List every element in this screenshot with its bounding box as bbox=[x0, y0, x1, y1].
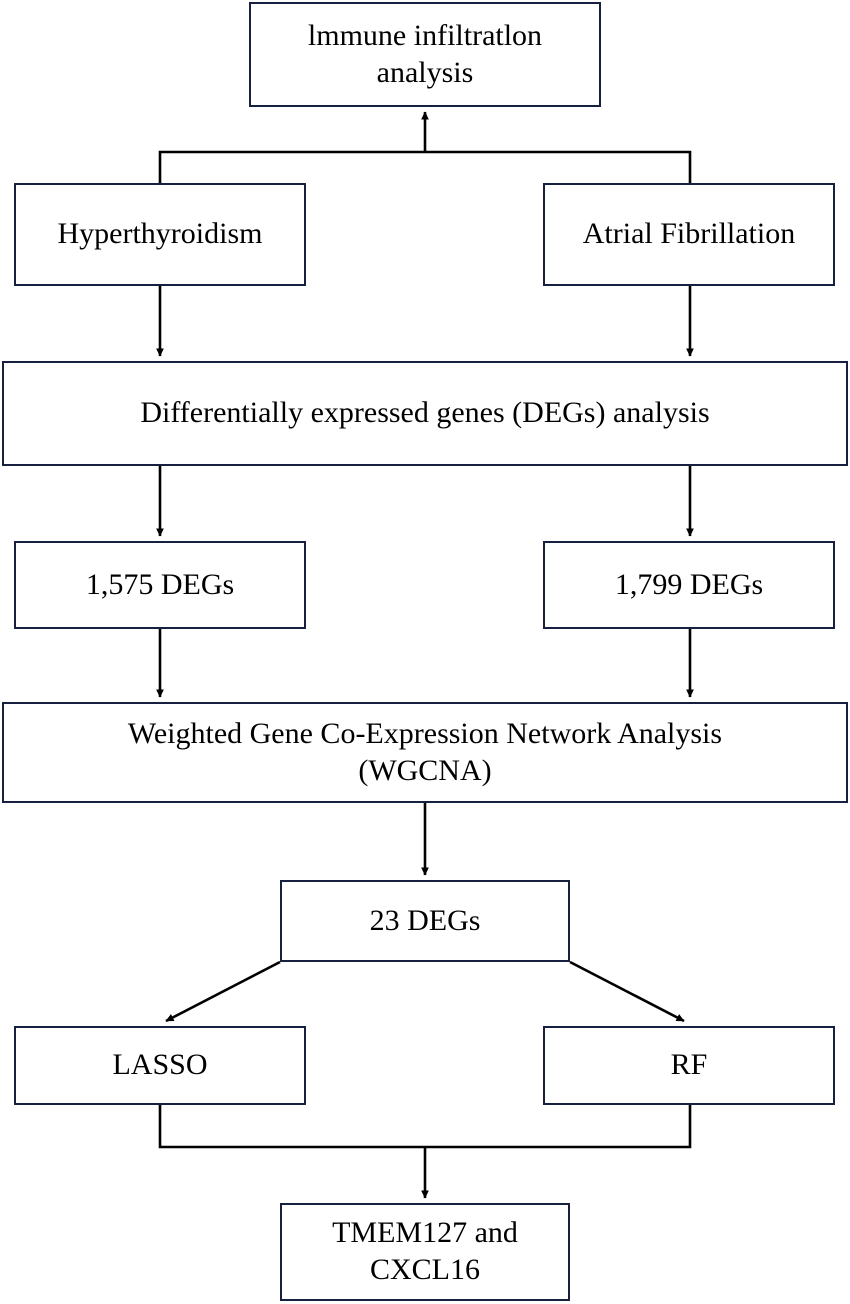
edge-degs23-to-lasso bbox=[165, 960, 281, 1023]
node-immune-infiltration-analysis[interactable]: lmmune infiltratlon analysis bbox=[249, 2, 601, 107]
node-label: Differentially expressed genes (DEGs) an… bbox=[140, 396, 710, 430]
node-label: RF bbox=[670, 1048, 708, 1082]
node-hyperthyroidism[interactable]: Hyperthyroidism bbox=[14, 183, 306, 286]
node-final-genes[interactable]: TMEM127 and CXCL16 bbox=[280, 1203, 570, 1301]
node-rf[interactable]: RF bbox=[543, 1026, 835, 1105]
node-wgcna[interactable]: Weighted Gene Co-Expression Network Anal… bbox=[2, 702, 848, 803]
edge-merge-to-immune bbox=[158, 150, 692, 183]
node-label: Weighted Gene Co-Expression Network Anal… bbox=[127, 716, 723, 787]
node-label: 1,799 DEGs bbox=[614, 567, 764, 601]
node-degs-analysis[interactable]: Differentially expressed genes (DEGs) an… bbox=[2, 361, 848, 466]
node-degs-1799[interactable]: 1,799 DEGs bbox=[543, 541, 835, 629]
node-label: 1,575 DEGs bbox=[85, 567, 235, 601]
node-lasso[interactable]: LASSO bbox=[14, 1026, 306, 1105]
node-label: LASSO bbox=[112, 1048, 208, 1082]
node-label: TMEM127 and CXCL16 bbox=[332, 1216, 518, 1286]
edge-merge-to-final-genes bbox=[158, 1105, 692, 1149]
node-degs-23[interactable]: 23 DEGs bbox=[280, 880, 570, 962]
node-degs-1575[interactable]: 1,575 DEGs bbox=[14, 541, 306, 629]
node-label: Hyperthyroidism bbox=[57, 217, 263, 251]
node-label: Atrial Fibrillation bbox=[582, 217, 796, 251]
node-label: lmmune infiltratlon analysis bbox=[307, 18, 543, 89]
edge-degs23-to-rf bbox=[569, 960, 685, 1023]
node-atrial-fibrillation[interactable]: Atrial Fibrillation bbox=[543, 183, 835, 286]
node-label: 23 DEGs bbox=[369, 903, 481, 937]
